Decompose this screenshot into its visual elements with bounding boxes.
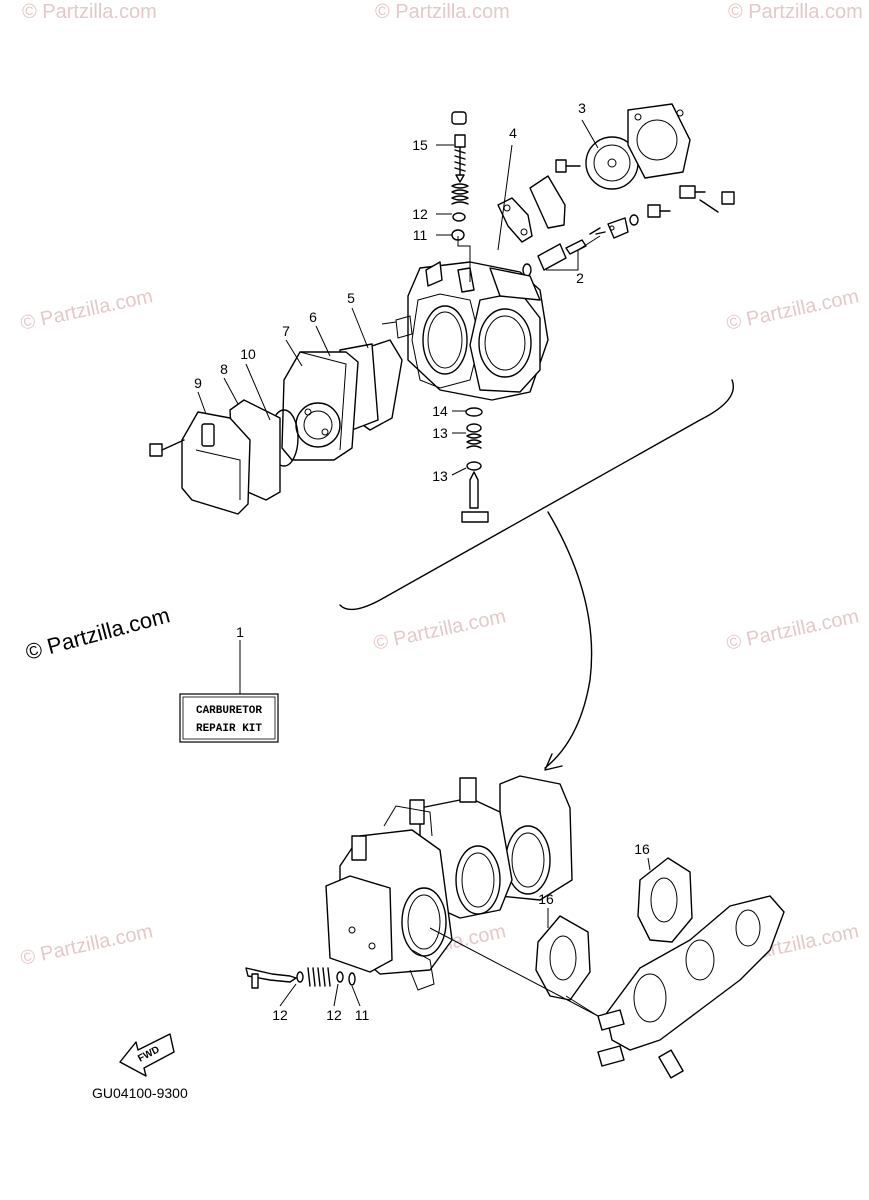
watermark: © Partzilla.com xyxy=(724,605,860,655)
carburetor-exploded-view xyxy=(149,103,735,611)
label-part-1: 1 xyxy=(236,624,244,640)
label-part-4: 4 xyxy=(509,125,517,141)
part-12-washer-bottom-a xyxy=(296,971,304,983)
arrow-head xyxy=(544,753,563,771)
part-15-screw xyxy=(451,111,469,205)
intake-manifold xyxy=(597,895,785,1079)
label-part-11: 11 xyxy=(413,227,428,243)
label-part-7: 7 xyxy=(282,323,290,339)
watermark: © Partzilla.com xyxy=(18,285,154,335)
part-13-spring-a xyxy=(466,423,482,449)
watermark: © Partzilla.com xyxy=(728,1,863,23)
partzilla-watermark: © Partzilla.com xyxy=(23,602,173,665)
label-part-5: 5 xyxy=(347,290,355,306)
part-4-gasket xyxy=(497,175,566,243)
label-part-9: 9 xyxy=(194,375,202,391)
bolt xyxy=(149,439,185,457)
label-part-6: 6 xyxy=(309,309,317,325)
fwd-arrow: FWD xyxy=(119,1033,175,1077)
label-part-16: 16 xyxy=(538,891,554,907)
label-part-16: 16 xyxy=(634,841,650,857)
pilot-spring xyxy=(307,967,331,987)
label-part-3: 3 xyxy=(578,100,586,116)
watermark: © Partzilla.com xyxy=(724,285,860,335)
part-11-o-ring-bottom xyxy=(348,972,356,986)
part-2-needle-valve xyxy=(522,227,606,277)
carburetor-body xyxy=(381,261,549,401)
kit-label-line2: REPAIR KIT xyxy=(196,723,262,735)
pilot-screw xyxy=(245,967,297,989)
bracket-curve xyxy=(339,379,734,611)
assembly-arrow xyxy=(544,511,593,769)
label-part-11: 11 xyxy=(355,1007,370,1023)
label-part-10: 10 xyxy=(240,346,256,362)
pump-cover xyxy=(627,103,691,179)
part-14-o-ring xyxy=(465,407,483,417)
carburetor-assembly-lower xyxy=(245,775,785,1079)
label-part-8: 8 xyxy=(220,361,228,377)
carburetor-repair-kit: CARBURETOR REPAIR KIT xyxy=(179,640,279,743)
watermark: © Partzilla.com xyxy=(18,920,154,970)
watermark: © Partzilla.com xyxy=(375,1,510,23)
leader-lines xyxy=(197,119,601,476)
label-part-12: 12 xyxy=(272,1007,288,1023)
label-part-12: 12 xyxy=(412,206,428,222)
main-jet-screw xyxy=(461,471,489,523)
watermark: © Partzilla.com xyxy=(22,1,157,23)
part-12-washer-bottom-b xyxy=(336,971,344,983)
part-7-pump-body xyxy=(281,351,359,461)
part-16-gasket-a xyxy=(535,915,591,1001)
watermark: © Partzilla.com xyxy=(371,605,507,655)
diagram-code: GU04100-9300 xyxy=(92,1085,188,1101)
label-part-12: 12 xyxy=(326,1007,342,1023)
part-number-labels: 1 2 3 4 5 6 7 8 9 10 11 12 13 13 14 15 1… xyxy=(194,100,650,1023)
part-13-washer xyxy=(466,461,482,471)
fittings-right xyxy=(607,185,735,239)
label-part-13: 13 xyxy=(432,425,448,441)
kit-label-line1: CARBURETOR xyxy=(196,705,262,717)
screw xyxy=(555,159,581,173)
label-part-14: 14 xyxy=(432,403,448,419)
label-part-13: 13 xyxy=(432,468,448,484)
part-16-gasket-b xyxy=(637,857,693,943)
part-12-washer xyxy=(452,212,466,222)
label-part-2: 2 xyxy=(576,270,584,286)
part-9-cover xyxy=(181,411,251,515)
label-part-15: 15 xyxy=(412,137,428,153)
